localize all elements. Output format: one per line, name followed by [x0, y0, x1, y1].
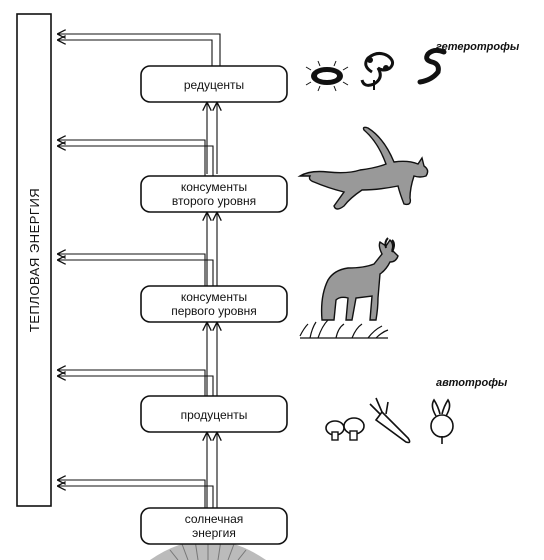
thermal-energy-box	[16, 13, 52, 507]
solar-label-line2: энергия	[192, 526, 236, 540]
level-producers: продуценты	[140, 395, 288, 433]
mushroom-icon	[325, 417, 365, 441]
solar-label-line1: солнечная	[185, 512, 244, 526]
bacteria-icon	[305, 60, 349, 92]
goat-icon	[299, 237, 399, 339]
worm-icon	[417, 47, 447, 85]
level-consumers-1: консументы первого уровня	[140, 285, 288, 323]
beet-icon	[430, 398, 454, 444]
consumers-1-label-line1: консументы	[181, 290, 247, 304]
level-solar: солнечная энергия	[140, 507, 288, 545]
level-reducers: редуценты	[140, 65, 288, 103]
consumers-1-label-line2: первого уровня	[171, 304, 257, 318]
producers-label: продуценты	[181, 408, 248, 422]
cat-icon	[297, 126, 429, 210]
consumers-2-label-line2: второго уровня	[172, 194, 256, 208]
thermal-energy-label: ТЕПЛОВАЯ ЭНЕРГИЯ	[27, 188, 42, 332]
fungi-icon	[360, 51, 395, 90]
energy-flow-arrows	[207, 103, 217, 508]
carrot-icon	[369, 397, 411, 444]
autotrophs-label: автотрофы	[436, 377, 508, 389]
heat-arrows	[58, 34, 221, 508]
sun-icon	[150, 538, 266, 560]
consumers-2-label-line1: консументы	[181, 180, 247, 194]
heterotrophs-label: гетеротрофы	[436, 41, 520, 53]
level-consumers-2: консументы второго уровня	[140, 175, 288, 213]
reducers-label: редуценты	[184, 78, 244, 92]
